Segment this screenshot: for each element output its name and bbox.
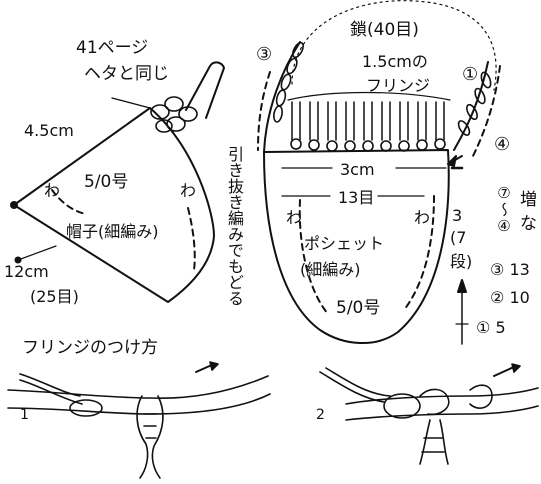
hat-inner-right xyxy=(187,207,196,271)
strap-dotted xyxy=(291,0,497,91)
row-count: 10 xyxy=(509,288,530,307)
pochette-name-1: ポシェット xyxy=(304,234,385,253)
pochette-wa-left: わ xyxy=(286,208,303,227)
strap-right-dashed xyxy=(471,65,501,159)
increase-char-1: 増 xyxy=(520,190,537,210)
pochette-name-2: (細編み) xyxy=(300,260,361,279)
pochette-inner-dashed-r xyxy=(403,195,435,311)
hat-width-label: 4.5cm xyxy=(24,121,74,140)
hat-name: 帽子(細編み) xyxy=(66,222,159,241)
row-table-row: ② 10 xyxy=(490,290,530,306)
pochette-width-cm: 3cm xyxy=(340,160,375,179)
pochette-outline xyxy=(263,149,450,344)
pochette-wa-right: わ xyxy=(414,208,431,227)
fringe-top-line xyxy=(287,91,451,101)
hat-stem xyxy=(185,61,225,119)
hat-side-count: (25目) xyxy=(30,287,79,306)
row-count: 13 xyxy=(509,260,530,279)
marker-4: ④ xyxy=(494,134,511,155)
row-count: 5 xyxy=(495,318,506,337)
hat-side-cm: 12cm xyxy=(4,262,49,281)
slip-stitch-note: 引き抜き編みでもどる xyxy=(225,146,244,306)
fringe-step-2: 2 xyxy=(316,407,325,423)
pochette-rows-2: (7 xyxy=(450,228,467,247)
row-number: ③ xyxy=(490,260,505,279)
pochette-inner-dashed xyxy=(298,199,329,315)
fringe-step-1: 1 xyxy=(20,407,29,423)
increase-range: ⑦〜④ xyxy=(495,184,513,235)
hat-inner-left xyxy=(51,189,87,215)
pochette-rows-3: 段) xyxy=(450,252,473,271)
fringe-strands xyxy=(291,101,445,141)
hat-leader xyxy=(111,97,151,109)
pochette-width-count: 13目 xyxy=(338,188,375,207)
increase-char-2: な xyxy=(520,214,537,234)
marker-1: ① xyxy=(462,64,479,85)
hat-outline xyxy=(13,107,215,303)
row-number: ② xyxy=(490,288,505,307)
hat-hook-size: 5/0号 xyxy=(84,172,129,192)
hat-wa-right: わ xyxy=(180,181,197,200)
pochette-hook-size: 5/0号 xyxy=(336,298,381,318)
hat-wa-left: わ xyxy=(44,181,61,200)
hat-ref-same: ヘタと同じ xyxy=(84,64,169,84)
strap-left-dashed xyxy=(257,71,271,151)
row-number: ① xyxy=(476,318,491,337)
row-table-row: ① 5 xyxy=(476,320,506,336)
hat-side-leader xyxy=(17,245,57,261)
hat-left-dot xyxy=(10,201,18,209)
row-table-row: ③ 13 xyxy=(490,262,530,278)
pochette-rows-1: 3 xyxy=(452,206,463,225)
fringe-illustration-1 xyxy=(7,361,271,479)
fringe-loops xyxy=(290,138,446,152)
fringe-illustration-2 xyxy=(319,363,539,465)
strap-right-chains xyxy=(457,71,492,136)
hat-top-loops xyxy=(150,96,198,133)
fringe-method-title: フリンジのつけ方 xyxy=(22,338,158,358)
pochette-chain-label: 鎖(40目) xyxy=(350,20,419,40)
strap-left-chains xyxy=(273,41,304,123)
hat-ref-page: 41ページ xyxy=(76,38,149,58)
pochette-fringe-label-1: 1.5cmの xyxy=(362,52,428,71)
marker-3: ③ xyxy=(256,44,273,65)
strap-left xyxy=(263,41,301,153)
pochette-fringe-label-2: フリンジ xyxy=(366,76,431,95)
